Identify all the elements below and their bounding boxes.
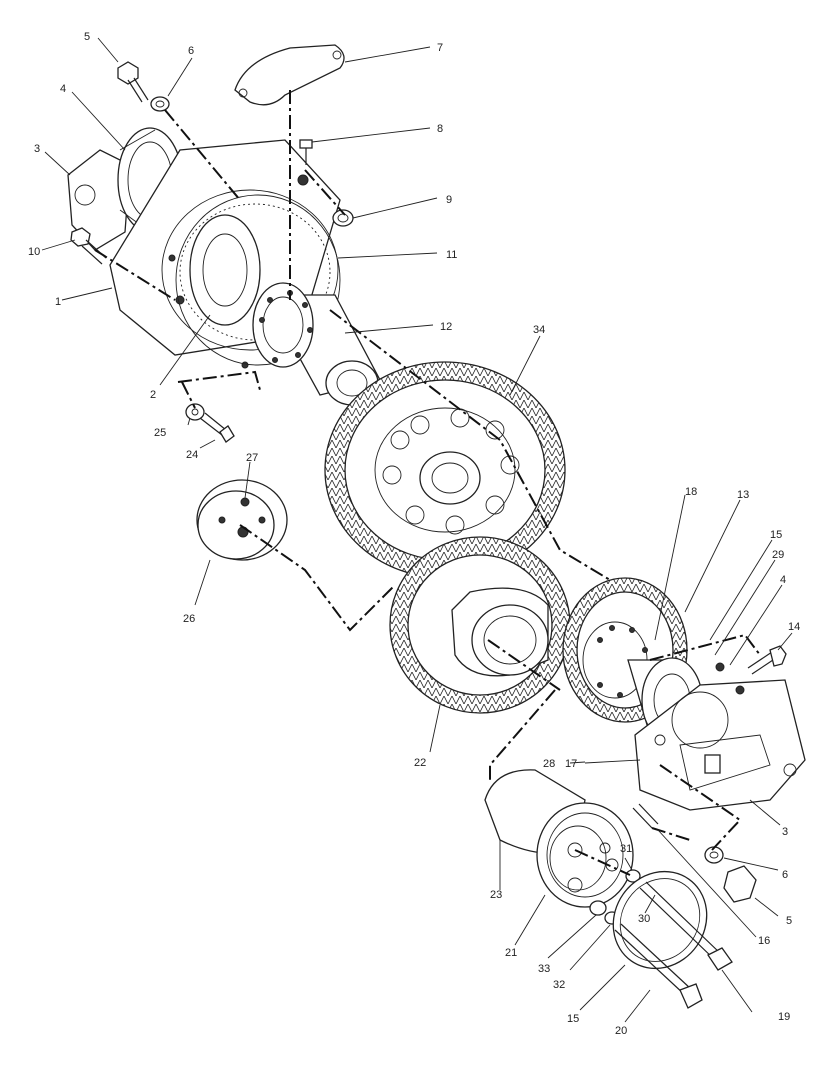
callout-17: 17 bbox=[565, 758, 577, 770]
bolt-right-bottom bbox=[704, 846, 757, 903]
assembly-axis-lines bbox=[94, 90, 761, 876]
callout-28: 28 bbox=[543, 758, 555, 770]
callout-6-right: 6 bbox=[782, 869, 788, 881]
small-pulley bbox=[196, 479, 288, 561]
callout-3-right: 3 bbox=[782, 826, 788, 838]
callout-23: 23 bbox=[490, 889, 502, 901]
callout-5-top: 5 bbox=[84, 31, 90, 43]
callout-34: 34 bbox=[533, 324, 545, 336]
callout-14: 14 bbox=[788, 621, 800, 633]
callout-26: 26 bbox=[183, 613, 195, 625]
callout-19: 19 bbox=[778, 1011, 790, 1023]
callout-4-right: 4 bbox=[780, 574, 786, 586]
pulley-and-sleeve bbox=[484, 769, 634, 908]
callout-11: 11 bbox=[446, 249, 457, 261]
long-bolts bbox=[614, 881, 733, 1009]
cover-plate bbox=[234, 44, 345, 106]
washers-and-ring bbox=[589, 869, 708, 970]
bolt-lower-left bbox=[185, 403, 235, 443]
callout-18: 18 bbox=[685, 486, 697, 498]
callout-12: 12 bbox=[440, 321, 452, 333]
callout-27: 27 bbox=[246, 452, 258, 464]
callout-30: 30 bbox=[638, 913, 650, 925]
callout-3-top: 3 bbox=[34, 143, 40, 155]
callout-9: 9 bbox=[446, 194, 452, 206]
callout-15-right: 15 bbox=[770, 529, 782, 541]
callout-16: 16 bbox=[758, 935, 770, 947]
left-bearing-housing bbox=[67, 127, 381, 406]
callout-labels: 5 6 7 4 8 3 9 10 11 1 12 34 2 25 24 27 1… bbox=[28, 31, 800, 1037]
callout-2: 2 bbox=[150, 389, 156, 401]
callout-5-right: 5 bbox=[786, 915, 792, 927]
callout-1: 1 bbox=[55, 296, 61, 308]
bolt-top-left bbox=[117, 61, 170, 112]
callout-29: 29 bbox=[772, 549, 784, 561]
callout-7: 7 bbox=[437, 42, 443, 54]
callout-8: 8 bbox=[437, 123, 443, 135]
callout-6-top: 6 bbox=[188, 45, 194, 57]
callout-25: 25 bbox=[154, 427, 166, 439]
bolt-left bbox=[70, 227, 107, 265]
callout-24: 24 bbox=[186, 449, 198, 461]
callout-20: 20 bbox=[615, 1025, 627, 1037]
small-bolt-and-washer bbox=[299, 139, 354, 227]
callout-32: 32 bbox=[553, 979, 565, 991]
callout-22: 22 bbox=[414, 757, 426, 769]
right-bearing-housing bbox=[634, 657, 806, 811]
large-spur-gear bbox=[324, 361, 566, 579]
callout-33: 33 bbox=[538, 963, 550, 975]
leader-lines bbox=[41, 37, 793, 1023]
callout-21: 21 bbox=[505, 947, 517, 959]
helical-gear-with-bushing bbox=[389, 536, 571, 714]
callout-10: 10 bbox=[28, 246, 40, 258]
bolt-right-top bbox=[747, 645, 787, 675]
stud bbox=[632, 803, 659, 829]
callout-4-top: 4 bbox=[60, 83, 66, 95]
callout-15-bottom: 15 bbox=[567, 1013, 579, 1025]
callout-13: 13 bbox=[737, 489, 749, 501]
callout-31: 31 bbox=[620, 843, 632, 855]
